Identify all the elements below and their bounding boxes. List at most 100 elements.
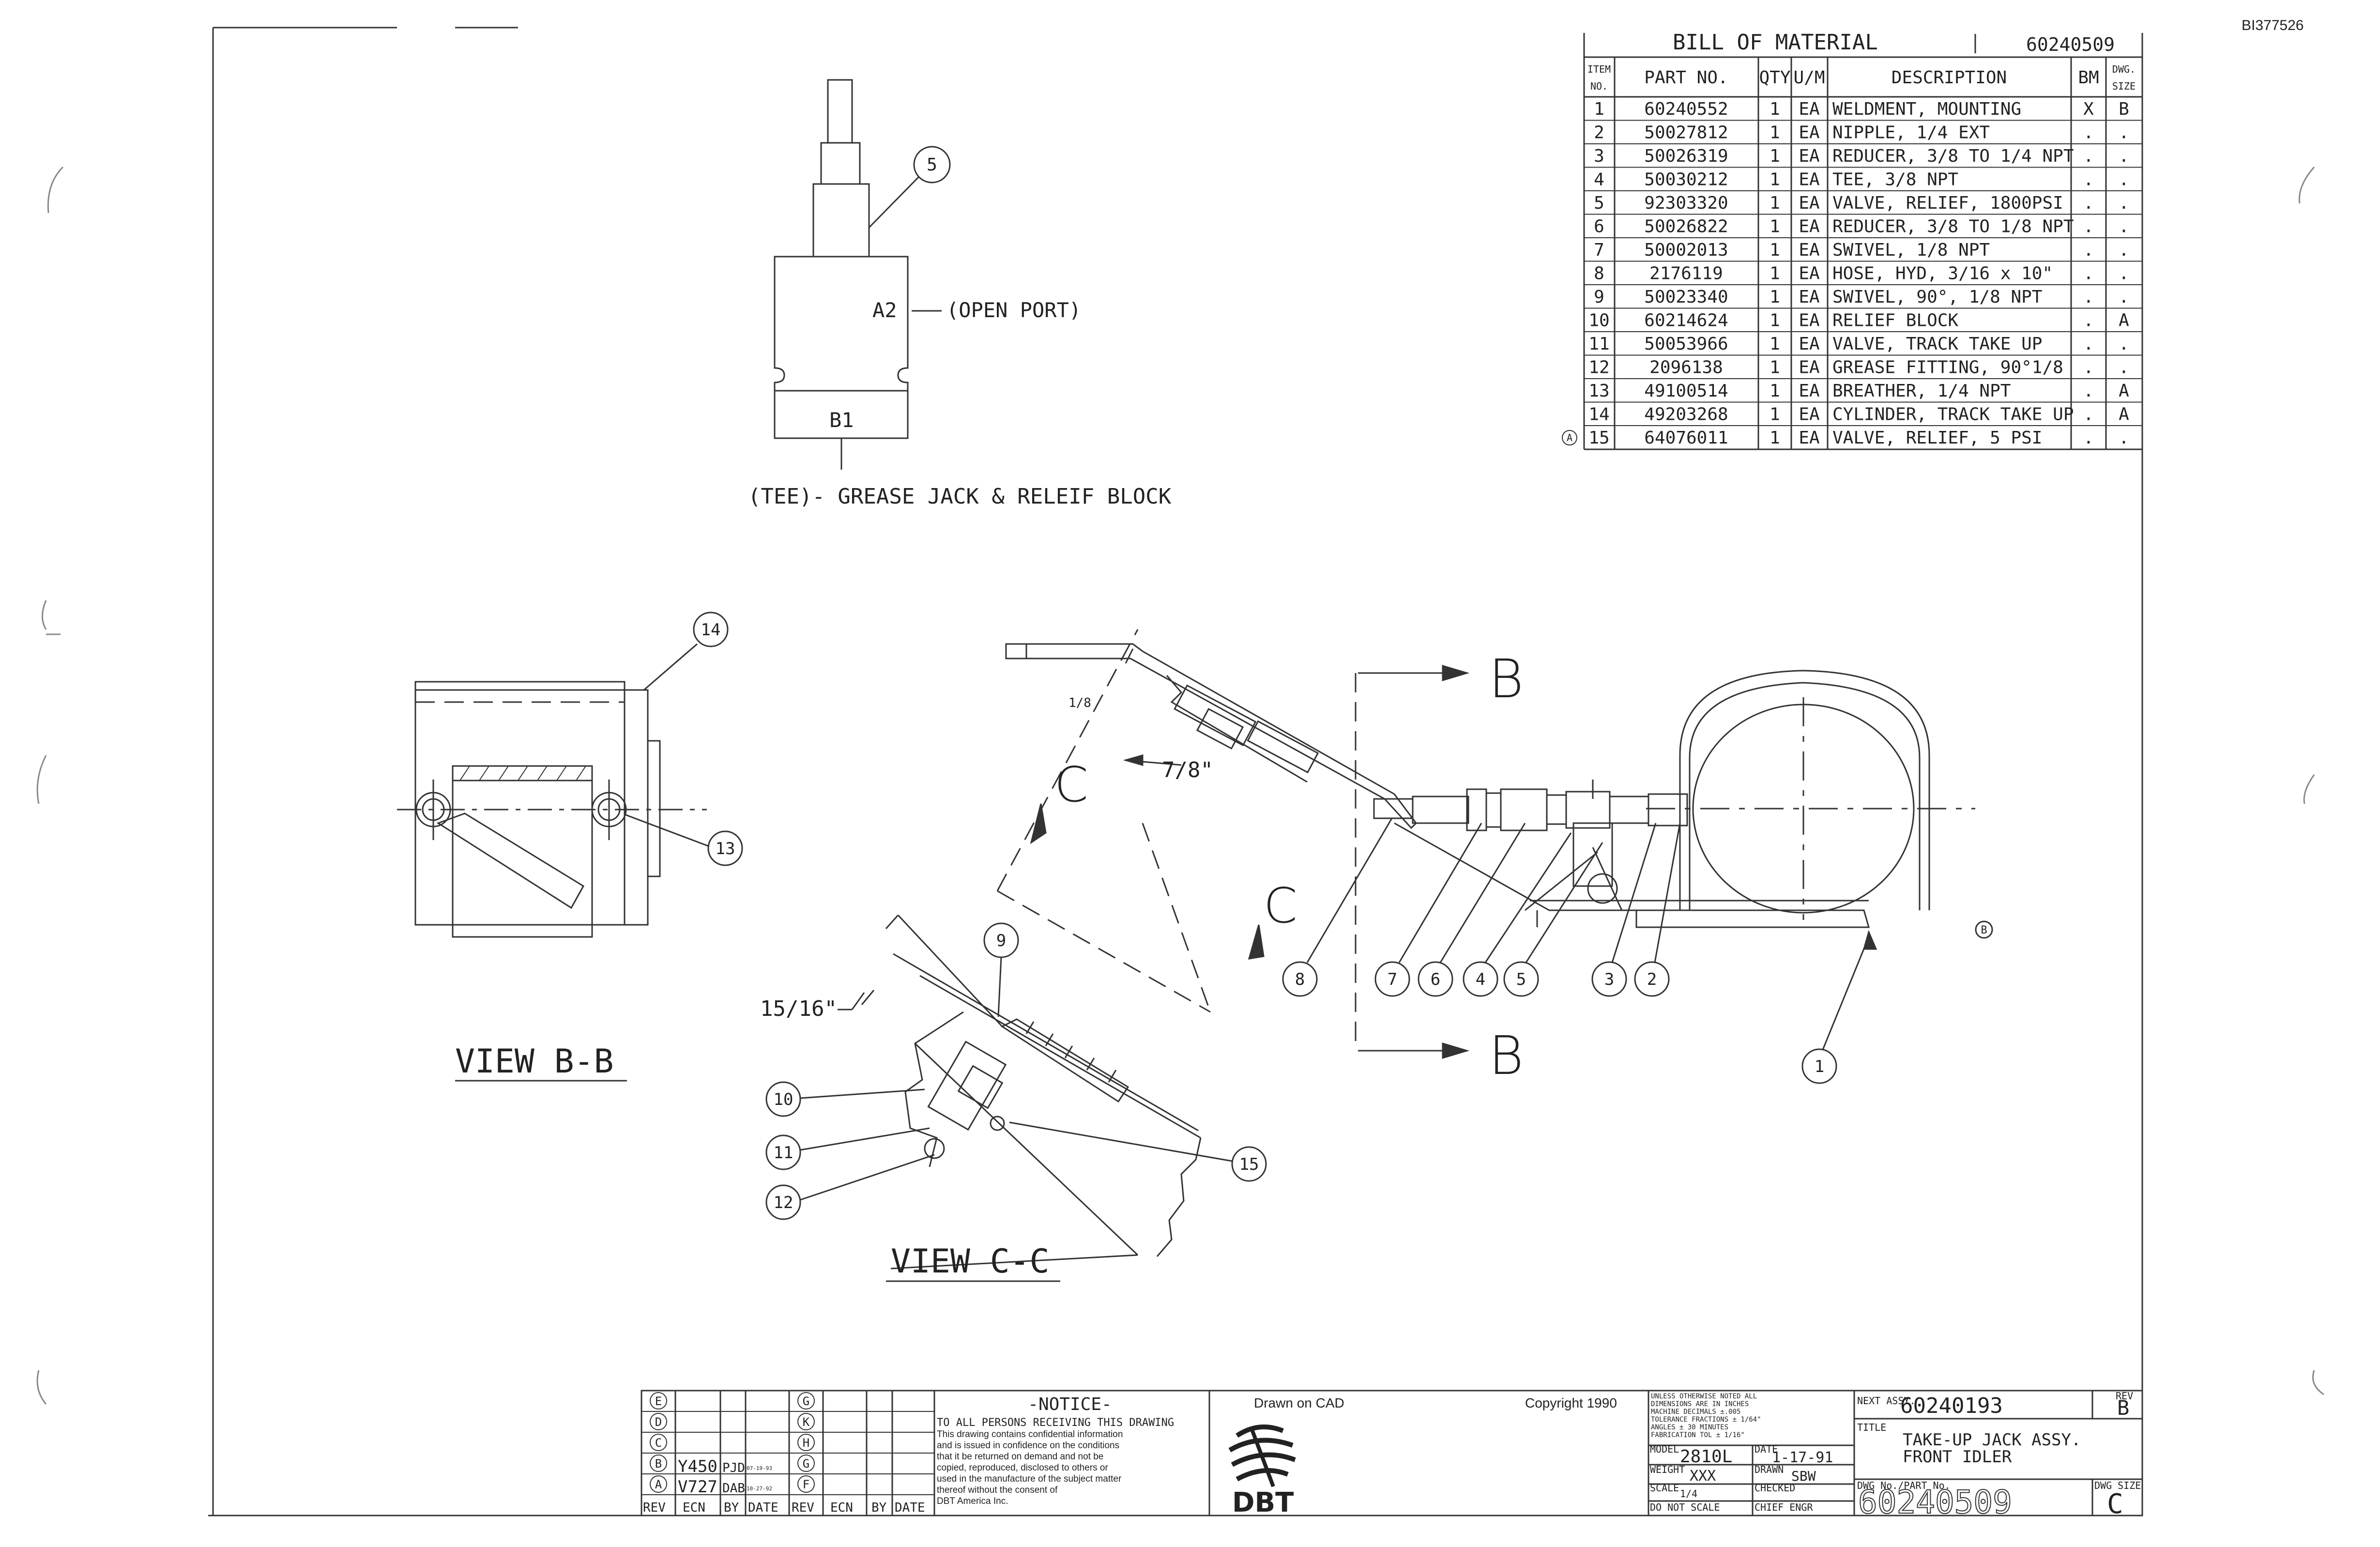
bom-cell: 1 [1770,428,1780,448]
rev-letter: D [655,1415,662,1429]
bom-cell: . [2119,358,2129,378]
bom-cell: 2096138 [1649,358,1723,378]
rev-header: DATE [895,1501,925,1515]
bom-cell: EA [1799,264,1820,284]
next-assy-label: NEXT ASSY. [1857,1395,1915,1407]
rev-letter-right: K [803,1415,810,1429]
bom-cell: . [2083,123,2094,143]
balloon-5 [1503,961,1539,997]
section-b-upper: B [1489,648,1524,710]
bom-cell: EA [1799,311,1820,331]
balloon-5-top [913,146,951,184]
bom-cell: EA [1799,217,1820,237]
bom-cell: 9 [1594,287,1604,307]
chief-label: CHIEF ENGR [1754,1501,1813,1513]
bom-cell: EA [1799,123,1820,143]
rev-row-b-ecn: Y450 [678,1457,717,1476]
rev-letter-right: F [803,1478,809,1491]
bom-cell: . [2083,146,2094,166]
bom-cell: . [2083,405,2094,425]
bom-cell: 60214624 [1644,311,1728,331]
balloon-7-text: 7 [1388,970,1397,989]
bom-cell: 4 [1594,170,1604,190]
bom-cell: EA [1799,428,1820,448]
bom-cell: 60240552 [1644,99,1728,119]
bom-cell: . [2083,193,2094,213]
bom-cell: 50026822 [1644,217,1728,237]
dim-1-8: 1/8 [1068,696,1091,710]
notice-line: copied, reproduced, disclosed to others … [937,1463,1108,1473]
bom-cell: EA [1799,170,1820,190]
bom-cell: BREATHER, 1/4 NPT [1832,381,2011,401]
bom-header-6-b: SIZE [2112,80,2136,92]
bom-cell: 50030212 [1644,170,1728,190]
rev-header: DATE [748,1501,778,1515]
bom-cell: . [2119,334,2129,354]
bom-cell: 5 [1594,193,1604,213]
bom-cell: . [2119,428,2129,448]
balloon-1-text: 1 [1815,1057,1824,1076]
view-bb-caption: VIEW B-B [455,1042,614,1081]
bom-cell: 1 [1770,170,1780,190]
rev-letter: A [655,1478,662,1491]
bom-cell: 1 [1770,311,1780,331]
bom-cell: 50023340 [1644,287,1728,307]
balloon-text: 5 [927,155,937,175]
bom-cell: EA [1799,358,1820,378]
notice-line: TO ALL PERSONS RECEIVING THIS DRAWING [937,1417,1174,1429]
bom-cell: CYLINDER, TRACK TAKE UP [1832,405,2074,425]
bom-cell: . [2083,381,2094,401]
rev-row-a-ecn: V727 [678,1477,717,1497]
bom-cell: 1 [1770,405,1780,425]
notice-line: thereof without the consent of [937,1485,1058,1495]
rev-header: BY [724,1501,739,1515]
bom-cell: 1 [1770,193,1780,213]
balloon-1 [1801,1048,1837,1084]
main-view [996,629,1993,1084]
notice-line: This drawing contains confidential infor… [937,1429,1123,1440]
section-c-lower: C [1264,877,1297,934]
scale-value: 1/4 [1680,1488,1697,1500]
bom-cell: 6 [1594,217,1604,237]
model-value: 2810L [1680,1447,1732,1467]
copyright: Copyright 1990 [1525,1395,1617,1410]
bom-cell: . [2083,358,2094,378]
dwg-size-value: C [2107,1488,2123,1520]
bom-cell: . [2083,334,2094,354]
bom-cell: A [2119,311,2129,331]
date-value: 1-17-91 [1772,1449,1833,1466]
bom-cell: B [2119,99,2129,119]
dim-15-16: 15/16" [760,996,837,1021]
bom-cell: 1 [1770,358,1780,378]
bom-cell: 1 [1770,217,1780,237]
balloon-10-text: 10 [774,1090,793,1109]
bom-cell: EA [1799,334,1820,354]
bom-row-rev: A [1567,432,1572,444]
bom-cell: . [2083,428,2094,448]
bom-header-4: DESCRIPTION [1892,68,2007,88]
bom-cell: EA [1799,146,1820,166]
bom-header-0: ITEM [1587,63,1611,75]
bom-header-1: PART NO. [1644,68,1728,88]
balloon-4-text: 4 [1476,970,1485,989]
weight-value: XXX [1690,1468,1716,1485]
bom-cell: 10 [1588,311,1609,331]
balloon-14-text: 14 [701,620,721,640]
bom-cell: 1 [1770,123,1780,143]
b1-label: B1 [829,408,854,432]
balloon-3-text: 3 [1604,970,1614,989]
dwg-size-label: DWG SIZE [2094,1480,2141,1491]
bom-cell: . [2119,123,2129,143]
bom-cell: . [2083,240,2094,260]
bom-cell: EA [1799,240,1820,260]
balloon-5-text: 5 [1516,970,1526,989]
bom-cell: WELDMENT, MOUNTING [1832,99,2021,119]
bom-cell: 49100514 [1644,381,1728,401]
rev-letter-right: G [803,1394,809,1408]
bom-cell: 1 [1770,99,1780,119]
bom-cell: SWIVEL, 1/8 NPT [1832,240,1990,260]
bom-cell: 50027812 [1644,123,1728,143]
